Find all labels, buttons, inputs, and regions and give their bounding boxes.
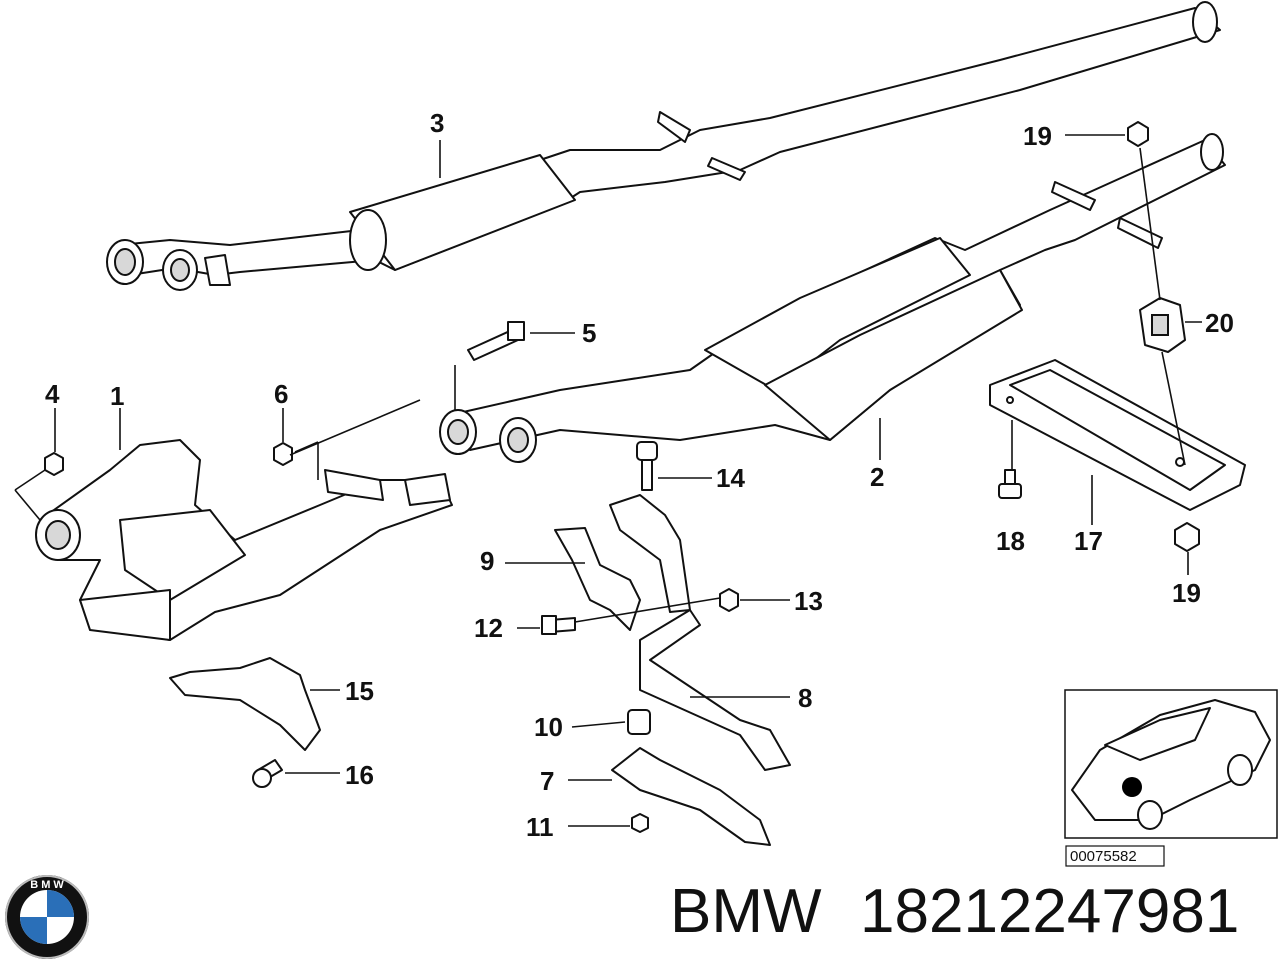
callout-12: 12	[474, 613, 503, 643]
inset-reference-code: 00075582	[1070, 848, 1137, 865]
nut-19-top	[1127, 121, 1149, 147]
nut-13	[719, 588, 739, 612]
car-silhouette	[1071, 699, 1271, 821]
bracket-8	[639, 609, 791, 771]
callout-13: 13	[794, 586, 823, 616]
callout-2: 2	[870, 462, 884, 492]
front-pipe-assembly	[35, 439, 453, 641]
logo-letters: B M W	[30, 879, 64, 891]
footer-part-label: BMW 18212247981	[670, 877, 1239, 946]
bolt-14-head	[636, 441, 658, 461]
callout-19-bottom: 19	[1172, 578, 1201, 608]
fasteners	[44, 121, 1200, 833]
callout-19-top: 19	[1023, 121, 1052, 151]
callout-16: 16	[345, 760, 374, 790]
bolt-14	[641, 459, 653, 491]
bracket-15	[169, 657, 321, 751]
callout-9: 9	[480, 546, 494, 576]
location-marker	[1122, 777, 1142, 797]
bolt-12-head	[541, 615, 557, 635]
callout-10: 10	[534, 712, 563, 742]
brand-name: BMW	[670, 877, 822, 946]
mounting-plate	[989, 359, 1246, 511]
bracket-7	[611, 747, 771, 846]
nut-6	[273, 442, 293, 466]
bolt-16-head	[252, 768, 272, 788]
rear-muffler-assembly	[106, 1, 1221, 291]
rubber-mount	[1139, 297, 1186, 353]
bracket-9	[554, 527, 641, 631]
callout-1: 1	[110, 381, 124, 411]
callout-labels: 1 2 3 4 5 6 7 8 9 10 11 12 13 14 15 16 1…	[45, 108, 1234, 842]
callout-7: 7	[540, 766, 554, 796]
nut-11	[631, 813, 649, 833]
bolt-5-head	[507, 321, 525, 341]
callout-14: 14	[716, 463, 745, 493]
vehicle-location-inset: 00075582	[1064, 689, 1278, 867]
rubber-10	[627, 709, 651, 735]
callout-18: 18	[996, 526, 1025, 556]
callout-5: 5	[582, 318, 596, 348]
bolt-18-head	[998, 483, 1022, 499]
callout-6: 6	[274, 379, 288, 409]
nut-19-bottom	[1174, 522, 1200, 552]
part-number: 18212247981	[860, 877, 1239, 946]
callout-3: 3	[430, 108, 444, 138]
catalytic-converter-assembly	[439, 133, 1226, 463]
callout-4: 4	[45, 379, 60, 409]
callout-11: 11	[526, 812, 554, 842]
callout-8: 8	[798, 683, 812, 713]
callout-15: 15	[345, 676, 374, 706]
brackets	[169, 494, 791, 846]
bmw-logo: B M W	[5, 875, 89, 959]
nut-4	[44, 452, 64, 476]
callout-20: 20	[1205, 308, 1234, 338]
leader-lines	[14, 134, 1202, 827]
callout-17: 17	[1074, 526, 1103, 556]
